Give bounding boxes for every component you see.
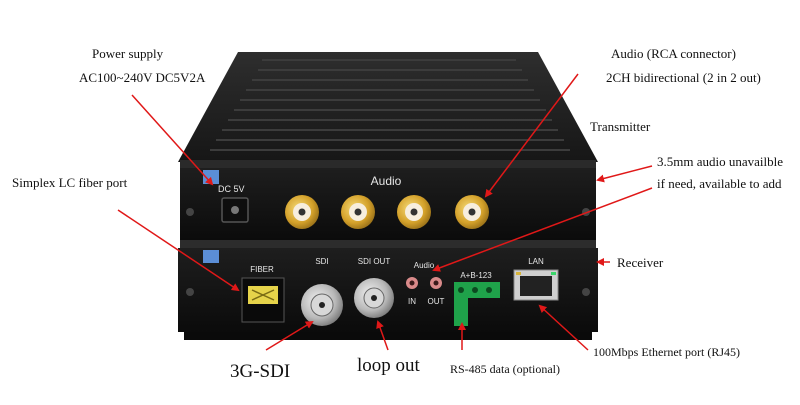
dc-label: DC 5V [218,184,245,194]
transmitter-label: Transmitter [590,119,651,134]
rca-connector [285,195,319,229]
sticker-icon [203,250,219,263]
arrow-ethernet [538,304,589,351]
arrow-transmitter [596,165,653,183]
ethernet-label: 100Mbps Ethernet port (RJ45) [593,345,740,359]
arrow-fiber [117,209,240,292]
sdi-out-bnc-connector [354,278,394,318]
lan-label: LAN [528,257,544,266]
audio-out-label: OUT [428,297,445,306]
power-supply-label: Power supply [92,46,164,61]
simplex-fiber-label: Simplex LC fiber port [12,175,128,190]
3g-sdi-label: 3G-SDI [230,361,291,382]
arrow-loop-out [376,320,389,351]
audio-35-note: if need, available to add [657,176,782,191]
sdi-label: SDI [315,257,328,266]
screw-icon [186,208,194,216]
power-supply-spec: AC100~240V DC5V2A [79,70,206,85]
arrow-power [131,94,214,186]
receiver-unit: FIBER SDI SDI OUT Audio IN OUT A+B-123 [178,240,598,340]
sdi-bnc-connector [301,284,343,326]
transmitter-unit: DC 5V Audio [178,52,598,240]
sdi-out-label: SDI OUT [358,257,391,266]
audio-label-top: Audio [371,174,402,188]
rs485-pin-label: A+B-123 [460,271,492,280]
fiber-label: FIBER [250,265,274,274]
rca-connector [455,195,489,229]
loop-out-label: loop out [357,355,420,376]
transmitter-front-panel [180,168,596,240]
audio-in-label: IN [408,297,416,306]
rca-connector [397,195,431,229]
screw-icon [582,288,590,296]
arrow-audio-35 [432,187,653,272]
audio-rca-spec: 2CH bidirectional (2 in 2 out) [606,70,761,85]
rs485-label: RS-485 data (optional) [450,362,560,376]
audio-rca-label: Audio (RCA connector) [611,46,736,61]
audio-35-label: 3.5mm audio unavailble [657,154,784,169]
annotation-arrows [117,73,653,351]
screw-icon [186,288,194,296]
arrow-audio-rca [484,73,579,198]
dc-pin-icon [231,206,239,214]
arrow-3g-sdi [265,320,314,351]
rca-connector [341,195,375,229]
receiver-label: Receiver [617,255,664,270]
audio-label-small: Audio [414,261,435,270]
